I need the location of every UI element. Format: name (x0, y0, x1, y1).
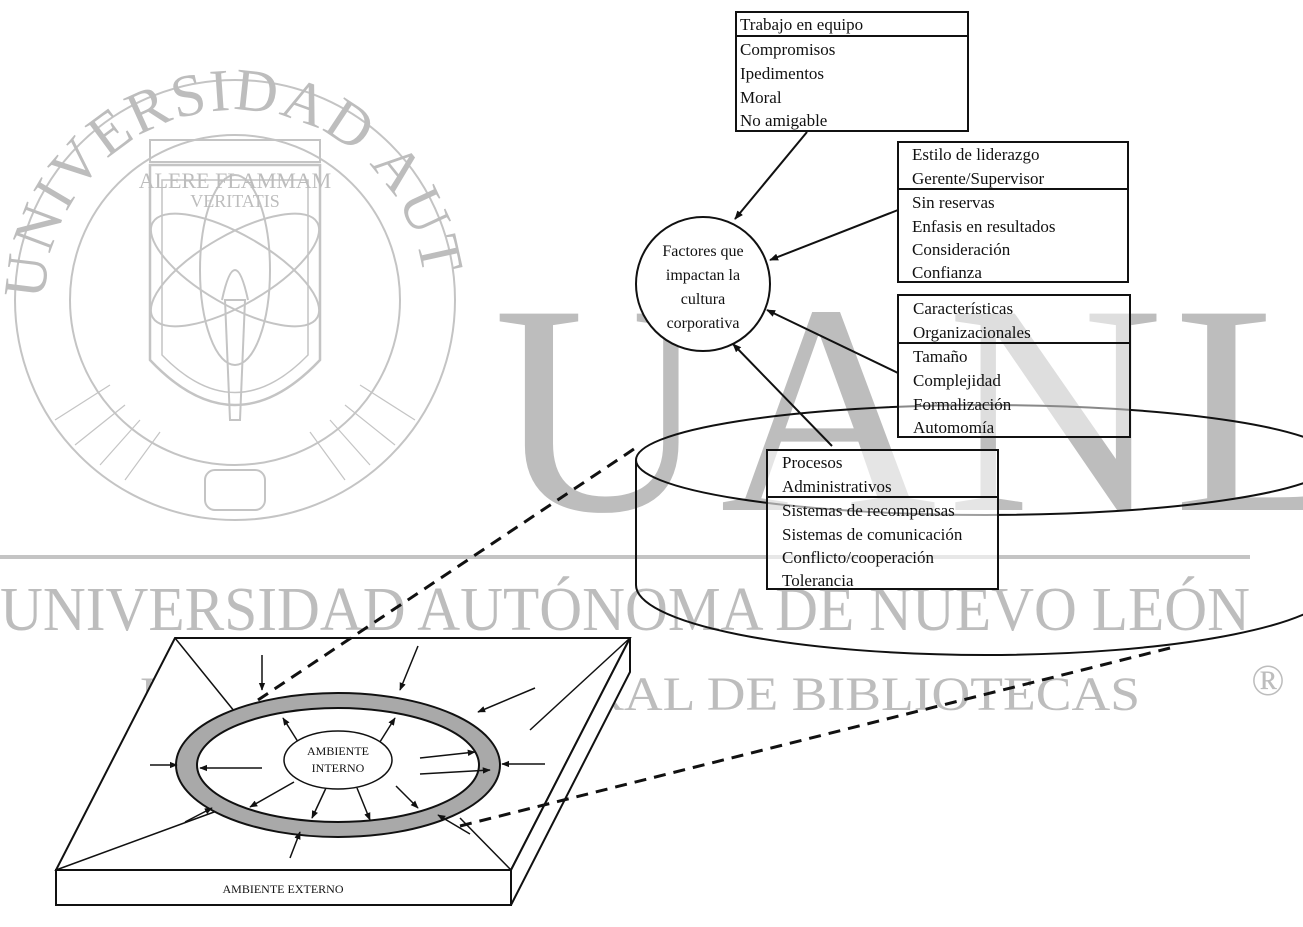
factor-arrows (732, 131, 899, 447)
admin-item: Sistemas de recompensas (782, 501, 955, 520)
internal-label-line1: AMBIENTE (307, 744, 369, 758)
teamwork-item: Compromisos (740, 40, 835, 59)
watermark-banner: UNIVERSIDAD AUTÓNOMA DE NUEVO LEÓN (0, 576, 1250, 644)
external-environment-label: AMBIENTE EXTERNO (223, 882, 344, 896)
teamwork-item: No amigable (740, 111, 827, 130)
teamwork-item: Moral (740, 88, 782, 107)
org-item: Complejidad (913, 371, 1001, 390)
watermark-university-arc: UNIVERSIDAD AUTONOMA DE NUEVO LEON (0, 0, 476, 301)
org-item: Automomía (913, 418, 995, 437)
org-item: Formalización (913, 395, 1012, 414)
circle-line-2: impactan la (666, 267, 740, 284)
internal-label-line2: INTERNO (312, 761, 365, 775)
leadership-box: Estilo de liderazgo Gerente/Supervisor S… (897, 141, 1129, 283)
circle-line-1: Factores que (662, 243, 743, 260)
admin-header: Administrativos (782, 477, 892, 496)
internal-arrows (199, 717, 491, 821)
central-concept-circle (635, 216, 771, 352)
admin-item: Tolerancia (782, 571, 854, 590)
admin-header: Procesos (782, 453, 842, 472)
watermark-registered-mark: ® (1251, 656, 1284, 705)
admin-item: Conflicto/cooperación (782, 548, 935, 567)
admin-processes-box: Procesos Administrativos Sistemas de rec… (766, 449, 999, 590)
external-arrows (150, 645, 545, 859)
leadership-item: Enfasis en resultados (912, 217, 1056, 236)
org-header: Organizacionales (913, 323, 1031, 342)
teamwork-item: Ipedimentos (740, 64, 824, 83)
watermark-motto-line2: VERITATIS (190, 191, 280, 211)
admin-item: Sistemas de comunicación (782, 525, 963, 544)
org-item: Tamaño (913, 347, 968, 366)
watermark-motto-line1: ALERE FLAMMAM (139, 168, 332, 193)
teamwork-box: Trabajo en equipo Compromisos Ipedimento… (735, 11, 969, 132)
leadership-item: Sin reservas (912, 193, 995, 212)
leadership-header: Gerente/Supervisor (912, 169, 1045, 188)
org-characteristics-box: Características Organizacionales Tamaño … (897, 294, 1131, 438)
circle-line-4: corporativa (667, 315, 740, 332)
dashed-connectors (257, 443, 1171, 828)
university-seal (14, 79, 456, 521)
org-header: Características (913, 299, 1013, 318)
circle-line-3: cultura (681, 291, 725, 308)
leadership-header: Estilo de liderazgo (912, 145, 1039, 164)
internal-environment-ellipse (283, 730, 393, 790)
leadership-item: Confianza (912, 263, 982, 282)
leadership-item: Consideración (912, 240, 1011, 259)
teamwork-header: Trabajo en equipo (740, 15, 863, 34)
